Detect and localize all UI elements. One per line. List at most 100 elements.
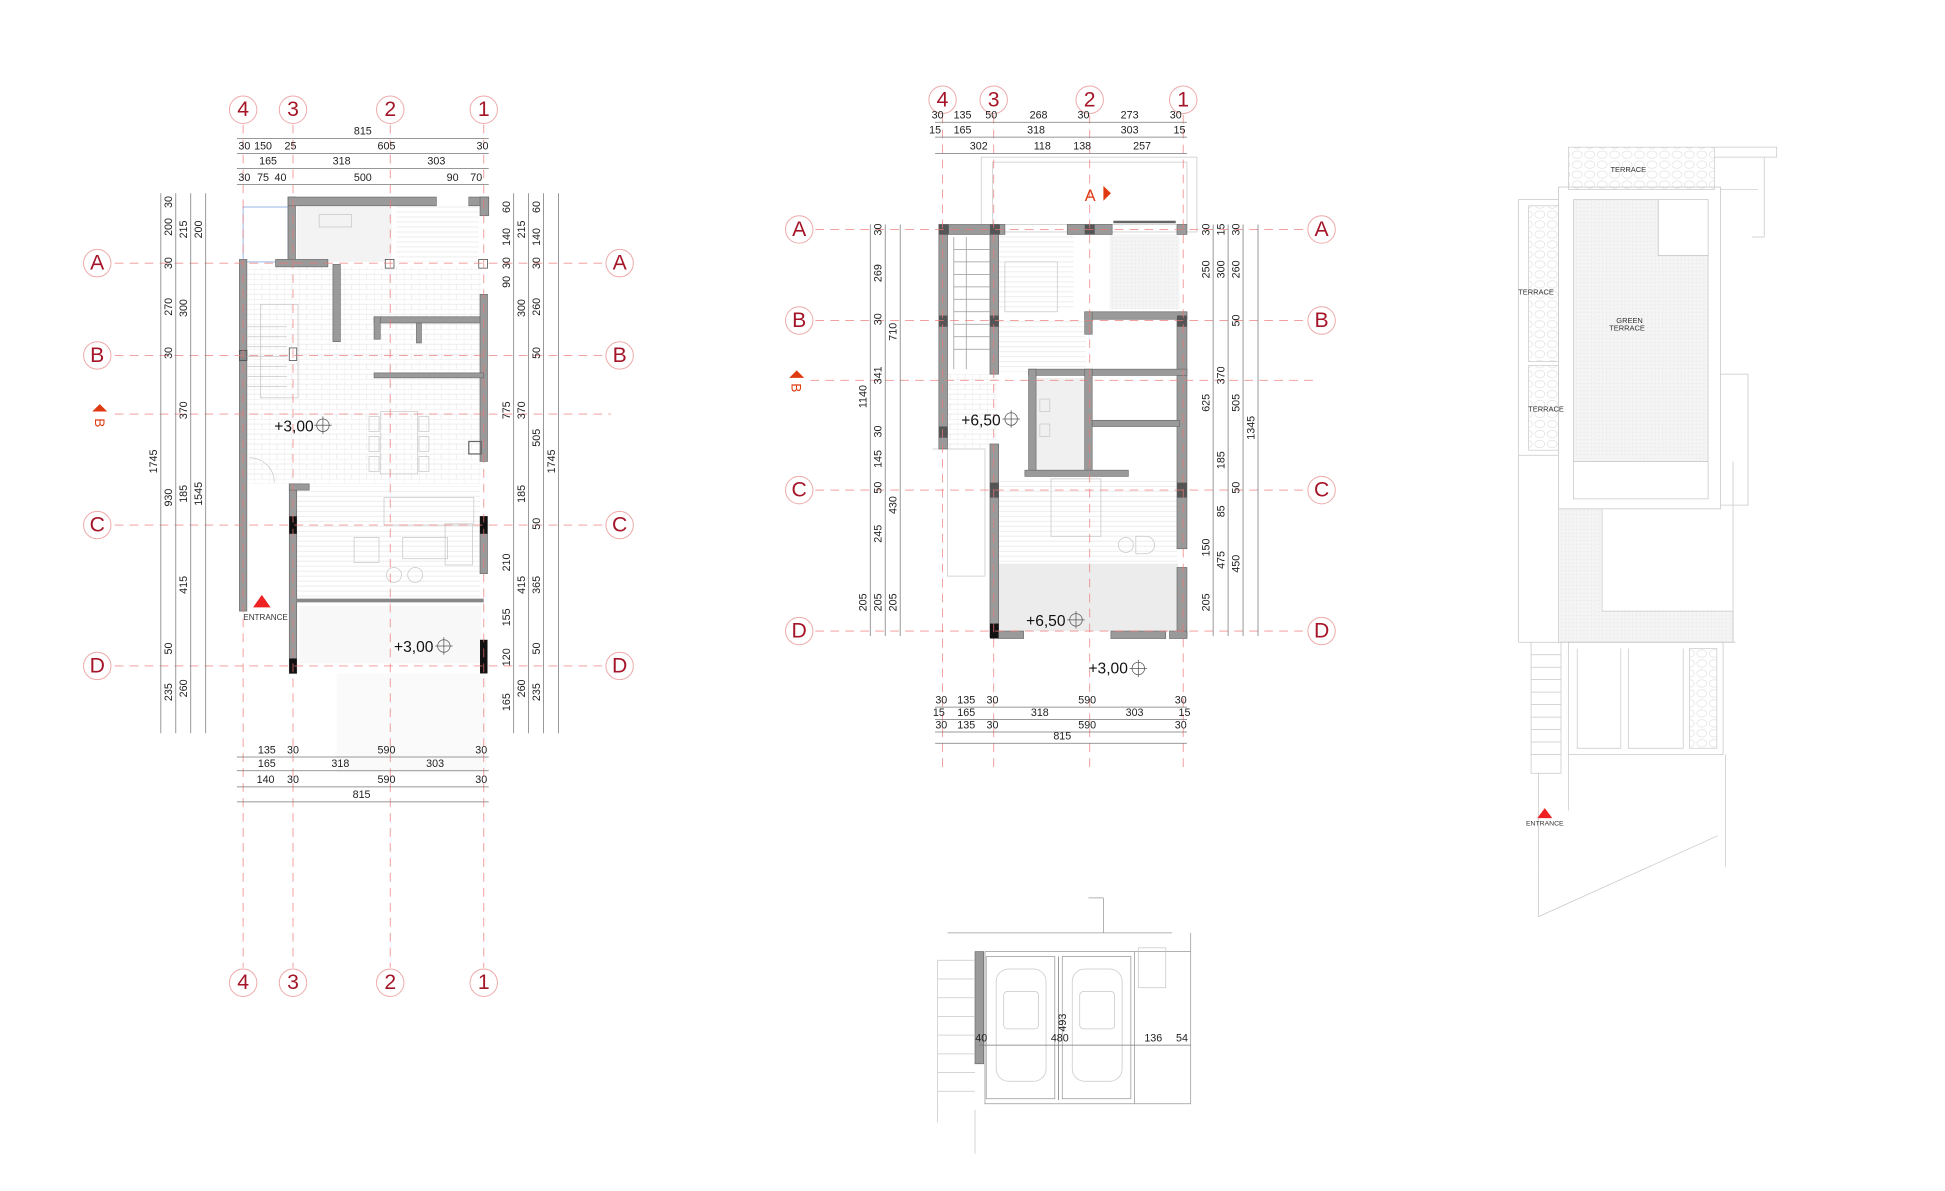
dimension-value: 268	[1030, 109, 1048, 121]
entrance-label: ENTRANCE	[243, 613, 288, 622]
dimension-value: 70	[470, 172, 482, 184]
dimension-value: 30	[986, 694, 998, 706]
dimension-value: 150	[1200, 539, 1212, 557]
dimension-value: 30	[287, 774, 299, 786]
dimension-value: 1745	[546, 449, 558, 473]
dimension-value: 215	[178, 220, 190, 238]
dimension-value: 30	[872, 426, 884, 438]
section-marker-a: A	[1085, 185, 1111, 205]
grid-label: C	[792, 479, 807, 502]
dimension-value: 1745	[148, 449, 160, 473]
dimension-value: 60	[501, 201, 513, 213]
dimension-value: 150	[254, 141, 272, 153]
dimension-value: 370	[516, 401, 528, 419]
dimension-value: 318	[331, 758, 349, 770]
level-label: +3,00	[1088, 660, 1128, 677]
dimension-value: 250	[1200, 260, 1212, 278]
grid-label: D	[1314, 620, 1329, 643]
grid-bubble-A: A	[83, 248, 112, 278]
dimension-value: 30	[986, 719, 998, 731]
level-label: +3,00	[274, 419, 314, 436]
dimension-value: 815	[353, 789, 371, 801]
dimension-value: 318	[1027, 124, 1045, 136]
dimension-value: 135	[957, 694, 975, 706]
dimension-value: 30	[163, 347, 175, 359]
dimension-value: 185	[516, 485, 528, 503]
dimension-value: 415	[178, 576, 190, 594]
dimension-value: 136	[1144, 1032, 1162, 1044]
section-arrow-icon	[92, 404, 108, 412]
grid-label: C	[90, 514, 105, 537]
grid-bubble-3: 3	[278, 95, 308, 124]
dimension-value: 54	[1176, 1032, 1188, 1044]
dimension-value: 257	[1133, 141, 1151, 153]
dimension-value: 269	[872, 264, 884, 282]
grid-label: 1	[478, 971, 490, 994]
dimension-value: 30	[872, 223, 884, 235]
dimension-value: 505	[531, 429, 543, 447]
section-marker-b: B	[789, 370, 805, 392]
dimension-value: 1140	[858, 385, 870, 408]
dimension-value: 505	[1230, 394, 1242, 412]
dimension-value: 480	[1051, 1032, 1069, 1044]
dimension-value: 165	[501, 693, 513, 711]
dimension-value: 140	[531, 228, 543, 246]
grid-bubble-D: D	[784, 616, 814, 646]
grid-label: B	[90, 344, 104, 367]
dimension-value: 590	[1078, 719, 1096, 731]
dimension-value: 185	[178, 485, 190, 503]
dimension-value: 50	[531, 643, 543, 655]
dimension-value: 303	[426, 758, 444, 770]
dimension-value: 50	[531, 518, 543, 530]
dimension-value: 1545	[193, 482, 205, 506]
dimension-value: 155	[501, 608, 513, 626]
grid-bubble-B: B	[784, 306, 814, 335]
dimension-value: 140	[501, 228, 513, 246]
dimension-value: 30	[872, 313, 884, 325]
dimension-value: 145	[872, 450, 884, 468]
entrance-arrow-icon	[1537, 808, 1553, 819]
dimension-value: 30	[163, 196, 175, 208]
entrance-label: ENTRANCE	[1526, 821, 1564, 828]
roof-plan: TERRACE TERRACE TERRACE GREEN TERRACE EN…	[1518, 146, 1778, 917]
dimension-value: 235	[163, 683, 175, 701]
grid-label: 1	[478, 98, 490, 121]
grid-label: 3	[988, 88, 1000, 111]
level-marker: +3,00	[394, 637, 453, 656]
grid-label: D	[792, 620, 807, 643]
dimension-value: 135	[258, 744, 276, 756]
green-terrace-label-line2: TERRACE	[1609, 323, 1645, 332]
dimension-value: 200	[193, 220, 205, 238]
dimension-value: 165	[957, 707, 975, 719]
dimension-value: 30	[1077, 109, 1089, 121]
grid-label: 2	[384, 98, 396, 121]
dimension-value: 260	[1230, 260, 1242, 278]
level-marker: +3,00	[1088, 659, 1148, 677]
section-label: B	[789, 383, 804, 392]
grid-bubble-4: 4	[228, 968, 258, 997]
dimension-value: 300	[1215, 260, 1227, 278]
dimension-value: 930	[163, 489, 175, 507]
dimension-value: 15	[1178, 707, 1190, 719]
dimension-value: 200	[163, 218, 175, 236]
green-terrace-label-line1: GREEN	[1616, 316, 1643, 325]
dimension-value: 15	[1215, 223, 1227, 235]
dimension-value: 318	[333, 156, 351, 168]
dimension-value: 138	[1073, 141, 1091, 153]
grid-bubble-2: 2	[376, 95, 405, 124]
dimension-value: 710	[887, 323, 899, 341]
dimension-value: 40	[275, 172, 287, 184]
dimension-value: 205	[858, 593, 870, 611]
section-marker-b: B	[92, 404, 108, 427]
dimension-value: 370	[178, 401, 190, 419]
dimension-value: 25	[285, 141, 297, 153]
furniture	[246, 214, 475, 583]
dimension-value: 215	[516, 220, 528, 238]
dimension-value: 1345	[1245, 416, 1257, 440]
dimension-value: 30	[501, 257, 513, 269]
dimension-value: 430	[887, 496, 899, 514]
